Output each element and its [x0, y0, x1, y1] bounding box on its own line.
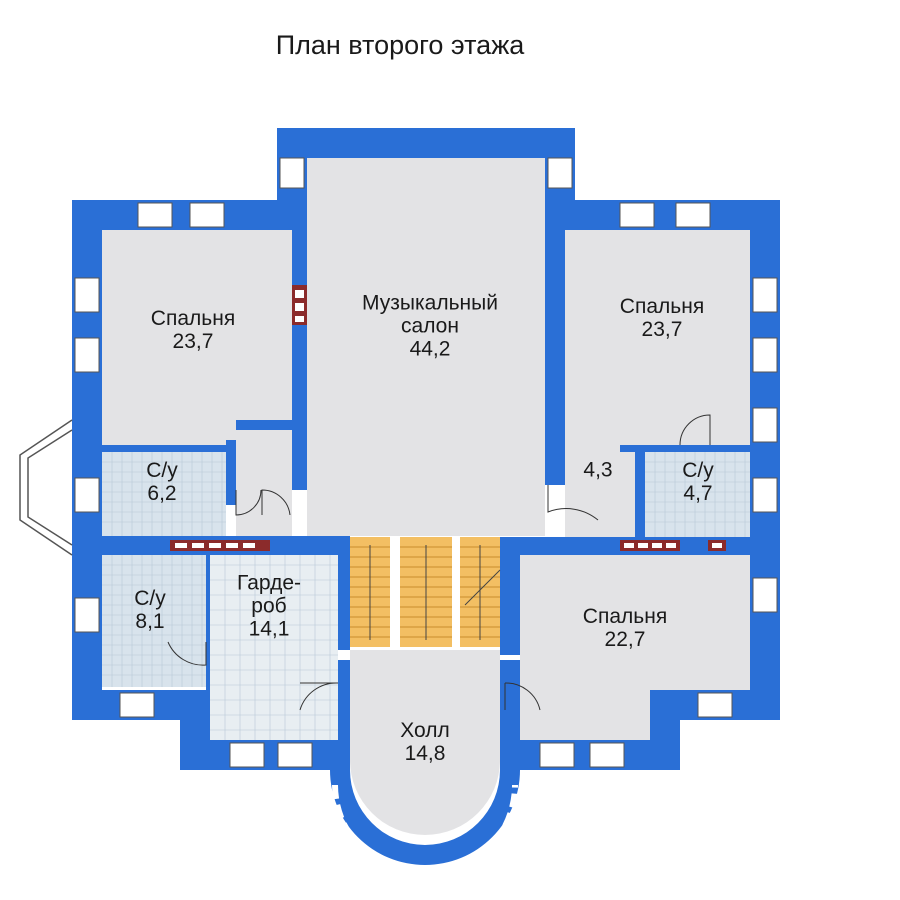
room-area: 4,7 — [683, 482, 713, 505]
plan-title: План второго этажа — [275, 30, 525, 60]
hall-bay — [330, 770, 520, 878]
room-bedroom-nw — [102, 230, 292, 445]
room-name: Спальня — [150, 307, 236, 330]
room-label-hall: Холл 14,8 — [400, 719, 450, 765]
room-name: Гарде- — [237, 571, 301, 595]
staircase — [350, 537, 501, 647]
room-name: С/у — [682, 459, 714, 482]
room-label-bath-e: С/у 4,7 — [682, 459, 714, 505]
west-bay — [19, 419, 73, 556]
room-name: С/у — [146, 459, 178, 482]
room-area: 23,7 — [641, 318, 683, 341]
room-label-bath-w: С/у 6,2 — [146, 459, 178, 505]
room-name: Спальня — [582, 605, 668, 628]
room-name: салон — [401, 314, 459, 338]
windows — [74, 157, 778, 768]
room-area: 23,7 — [172, 330, 214, 353]
room-bedroom-se-lower — [520, 690, 650, 740]
tile-grid — [102, 452, 750, 740]
room-hall — [350, 650, 500, 835]
room-name: Спальня — [619, 295, 705, 318]
room-bedroom-nw-passage — [236, 420, 292, 540]
vent-slots — [175, 290, 722, 548]
room-bath-e — [645, 452, 750, 537]
room-area: 8,1 — [135, 610, 165, 633]
room-label-music-salon: Музыкальный салон 44,2 — [362, 292, 498, 361]
room-area: 14,1 — [248, 617, 290, 641]
room-name: роб — [251, 594, 287, 618]
room-area: 22,7 — [604, 628, 646, 651]
room-name: С/у — [134, 587, 166, 610]
room-area: 4,3 — [583, 458, 613, 482]
room-area: 6,2 — [147, 482, 177, 505]
room-area: 44,2 — [409, 337, 451, 361]
room-label-bath-sw: С/у 8,1 — [134, 587, 166, 633]
room-label-bedroom-ne: Спальня 23,7 — [620, 295, 704, 341]
room-bedroom-ne — [565, 230, 750, 445]
room-label-wardrobe: Гарде- роб 14,1 — [237, 572, 301, 641]
room-bedroom-se — [520, 555, 750, 690]
door-swings — [167, 414, 711, 711]
room-floors — [102, 158, 750, 835]
room-name: Музыкальный — [362, 291, 498, 315]
room-area: 14,8 — [404, 742, 446, 765]
room-label-closet-small: 4,3 — [583, 459, 612, 482]
room-wardrobe — [210, 555, 338, 740]
room-label-bedroom-se: Спальня 22,7 — [583, 605, 667, 651]
room-label-bedroom-nw: Спальня 23,7 — [151, 307, 235, 353]
room-closet-small — [565, 445, 635, 537]
room-music-salon — [307, 158, 545, 536]
room-name: Холл — [400, 719, 450, 742]
